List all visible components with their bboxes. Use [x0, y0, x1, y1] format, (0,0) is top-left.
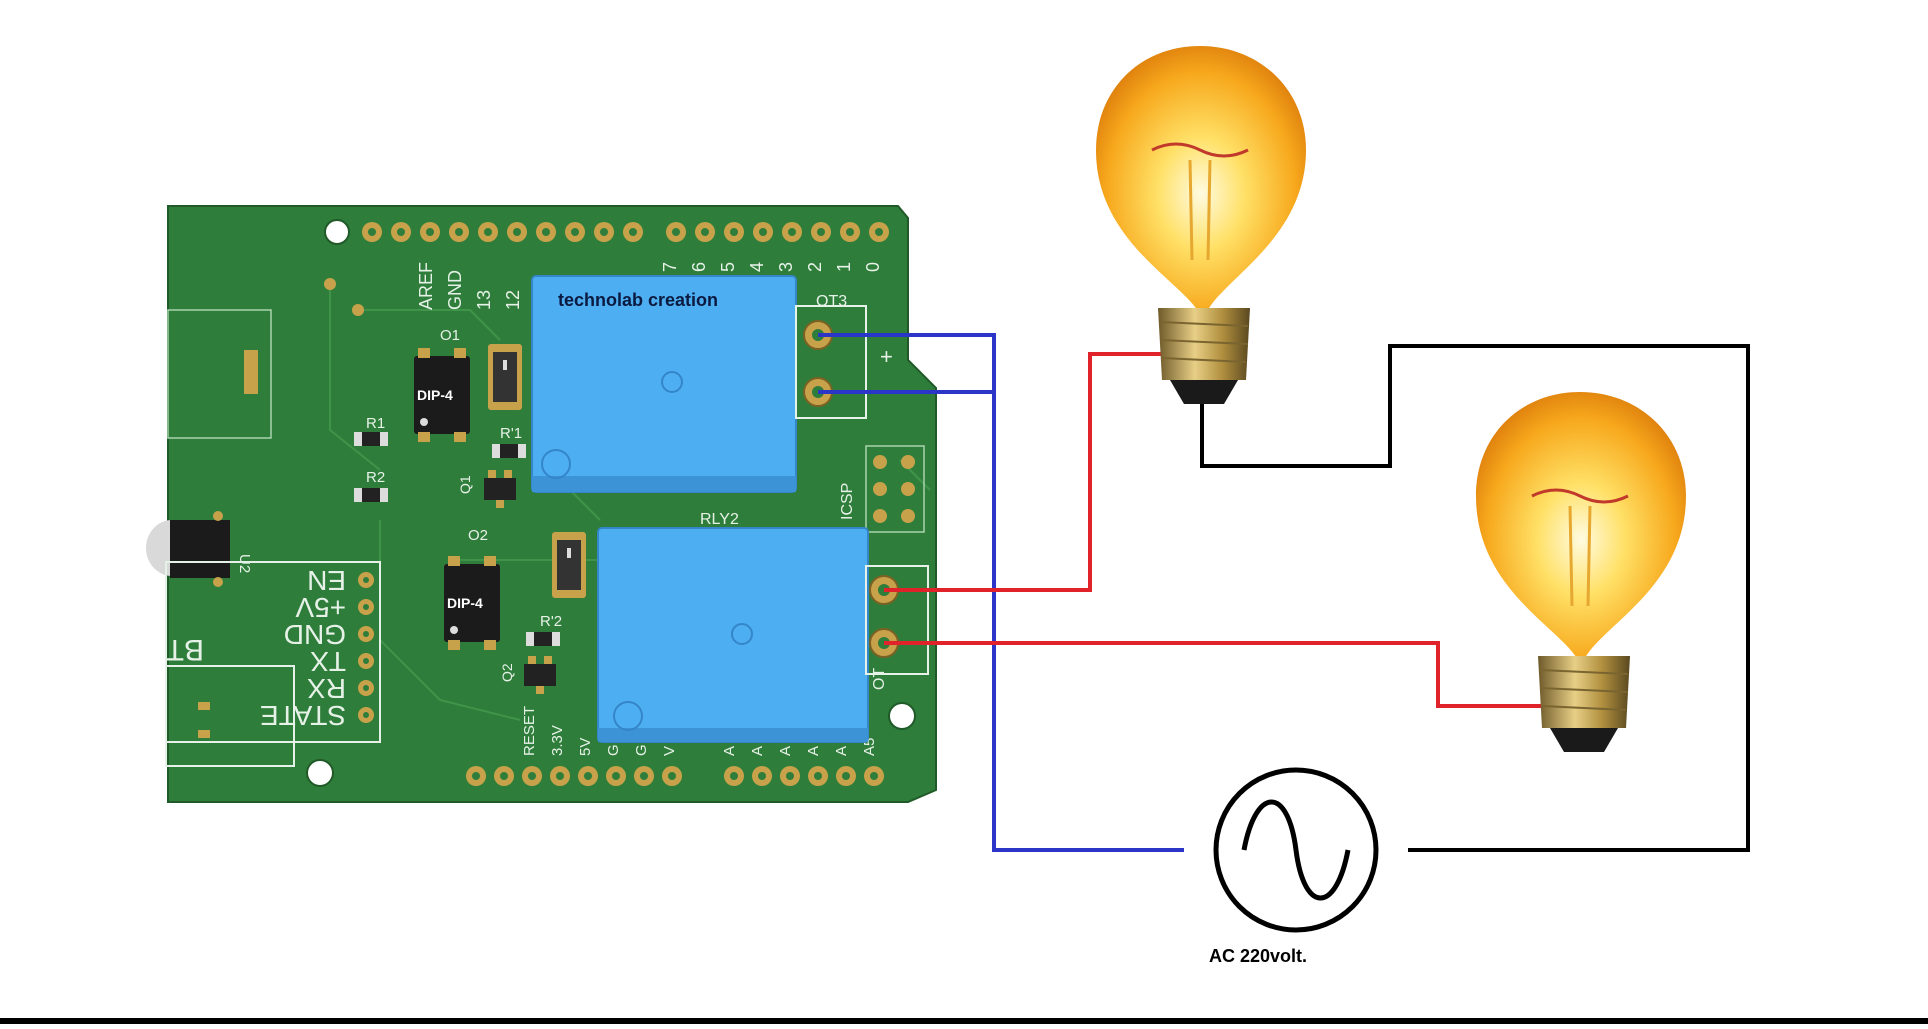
svg-text:R1: R1 — [366, 415, 385, 432]
pin-label: 6 — [689, 262, 709, 272]
bt-pin-label: RX — [307, 673, 346, 704]
pin-label: A — [749, 746, 766, 756]
icsp-label: ICSP — [839, 483, 856, 520]
plus-mark: + — [880, 344, 893, 369]
svg-text:Q2: Q2 — [499, 663, 515, 682]
light-bulb-2 — [1476, 392, 1686, 752]
icsp-header: ICSP — [839, 445, 925, 533]
pin-label: 5 — [718, 262, 738, 272]
via-pad — [324, 278, 336, 290]
top-header — [362, 222, 889, 242]
pin-label: RESET — [521, 706, 538, 756]
blue-wire — [818, 333, 1184, 852]
dip-2-label: DIP-4 — [447, 595, 483, 611]
optocoupler-2 — [444, 564, 500, 642]
mounting-hole — [888, 702, 916, 730]
pin-label: A — [833, 746, 850, 756]
dip-1-label: DIP-4 — [417, 387, 453, 403]
sine-wave-icon — [1241, 799, 1351, 901]
resistor-r1: R1 — [354, 415, 388, 446]
ac-source-label: AC 220volt. — [1209, 946, 1307, 966]
pin-label: 1 — [834, 262, 854, 272]
usb-outline — [167, 309, 272, 439]
pin-label: 0 — [863, 262, 883, 272]
terminal-2-label: OT — [871, 668, 888, 690]
pin-label: 7 — [660, 262, 680, 272]
ac-source: AC 220volt. — [1209, 767, 1379, 966]
bottom-header — [466, 766, 884, 786]
svg-text:U2: U2 — [236, 554, 253, 573]
terminal-1-label: OT3 — [816, 293, 847, 310]
pin-label: 3 — [776, 262, 796, 272]
transistor-q1: Q1 — [457, 470, 516, 508]
diode-1 — [488, 344, 522, 410]
bt-label: BT — [166, 633, 204, 666]
usb-pads — [244, 350, 258, 394]
optocoupler-1-label: O1 — [440, 327, 460, 344]
pin-label: A — [721, 746, 738, 756]
svg-text:Q1: Q1 — [457, 475, 473, 494]
pin-label: V — [661, 746, 678, 756]
resistor-r2-prime: R'2 — [526, 613, 562, 646]
bottom-edge — [0, 1018, 1928, 1024]
relay-2-label: RLY2 — [700, 511, 739, 528]
pin-label: 4 — [747, 262, 767, 272]
red-wire — [884, 641, 1562, 708]
pin-label: 13 — [474, 290, 494, 310]
pin-label: G — [633, 744, 650, 756]
pin-label: 12 — [503, 290, 523, 310]
pin-label: A — [777, 746, 794, 756]
transistor-q2: Q2 — [499, 656, 556, 694]
bt-pin-label: STATE — [260, 700, 346, 731]
pin-label: A — [805, 746, 822, 756]
svg-text:R2: R2 — [366, 469, 385, 486]
light-bulb-1 — [1096, 46, 1306, 404]
optocoupler-2-label: O2 — [468, 527, 488, 544]
svg-text:R'1: R'1 — [500, 425, 522, 442]
bt-pin-label: +5V — [295, 592, 346, 623]
via-pad — [352, 304, 364, 316]
arduino-relay-shield: AREFGND131211109876543210 RESET3.3V5VGGV… — [146, 205, 937, 803]
bt-pin-label: GND — [284, 619, 346, 650]
pin-label: 3.3V — [549, 725, 566, 756]
mounting-hole — [324, 219, 350, 245]
diode-2 — [552, 532, 586, 598]
red-wire — [884, 352, 1182, 592]
pin-label: 5V — [577, 738, 594, 756]
bt-pin-label: EN — [307, 565, 346, 596]
resistor-r2: R2 — [354, 469, 388, 502]
bt-pin-label: TX — [310, 646, 346, 677]
brand-label: technolab creation — [558, 290, 718, 310]
black-wire — [1200, 344, 1750, 852]
pin-label: GND — [445, 270, 465, 310]
mounting-hole — [306, 759, 334, 787]
svg-text:R'2: R'2 — [540, 613, 562, 630]
optocoupler-1 — [414, 356, 470, 434]
resistor-r1-prime: R'1 — [492, 425, 526, 458]
pin-label: 2 — [805, 262, 825, 272]
wires — [818, 333, 1750, 852]
pin-label: AREF — [416, 262, 436, 310]
pin-label: G — [605, 744, 622, 756]
